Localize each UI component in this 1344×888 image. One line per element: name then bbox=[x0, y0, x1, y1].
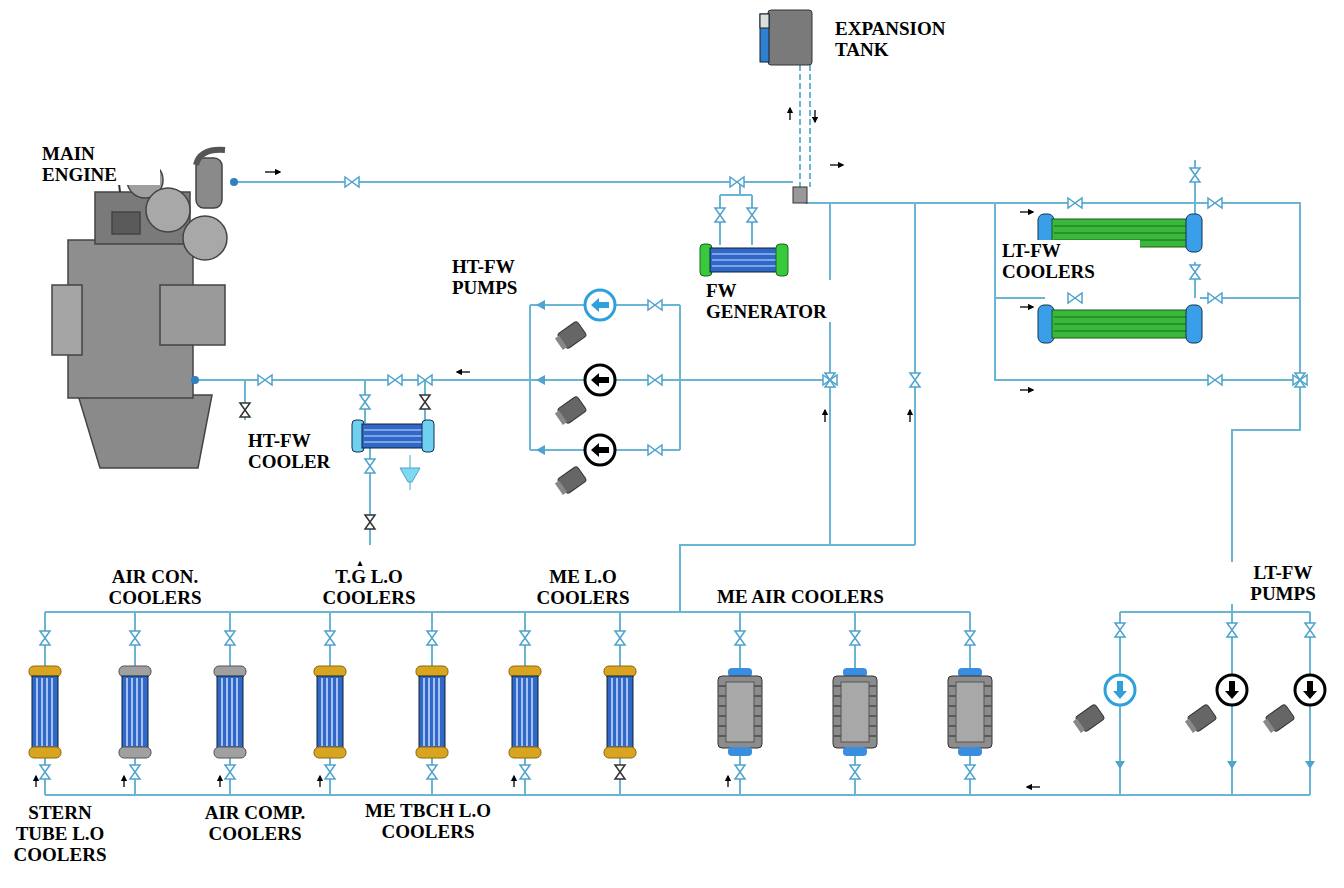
connection-dots bbox=[191, 178, 238, 384]
equipment-label: STERN TUBE L.O COOLERS bbox=[4, 802, 116, 865]
equipment-label: AIR CON. COOLERS bbox=[80, 566, 230, 608]
pipework bbox=[45, 65, 1310, 795]
equipment-label: FW GENERATOR bbox=[704, 280, 844, 322]
equipment-label: T.G L.O COOLERS bbox=[294, 566, 444, 608]
equipment-label: EXPANSION TANK bbox=[833, 18, 973, 60]
valves bbox=[40, 168, 1315, 779]
equipment-label: HT-FW COOLER bbox=[246, 430, 348, 472]
fw-generator-figure bbox=[700, 244, 788, 276]
consumer-coolers bbox=[29, 666, 992, 758]
equipment-label: MAIN ENGINE bbox=[40, 143, 160, 185]
pumps bbox=[554, 290, 1325, 735]
equipment-label: ME AIR COOLERS bbox=[715, 586, 975, 607]
ht-fw-cooler-figure bbox=[352, 420, 434, 490]
equipment-label: HT-FW PUMPS bbox=[450, 256, 560, 298]
expansion-tank-figure bbox=[760, 10, 812, 203]
equipment-label: ME TBCH L.O COOLERS bbox=[362, 800, 494, 842]
equipment-label: LT-FW PUMPS bbox=[1228, 562, 1338, 604]
equipment-label: LT-FW COOLERS bbox=[1000, 240, 1140, 282]
equipment-label: ME L.O COOLERS bbox=[508, 566, 658, 608]
equipment-label: AIR COMP. COOLERS bbox=[180, 802, 330, 844]
flow-arrows bbox=[36, 108, 1040, 787]
main-engine-figure bbox=[52, 150, 227, 468]
